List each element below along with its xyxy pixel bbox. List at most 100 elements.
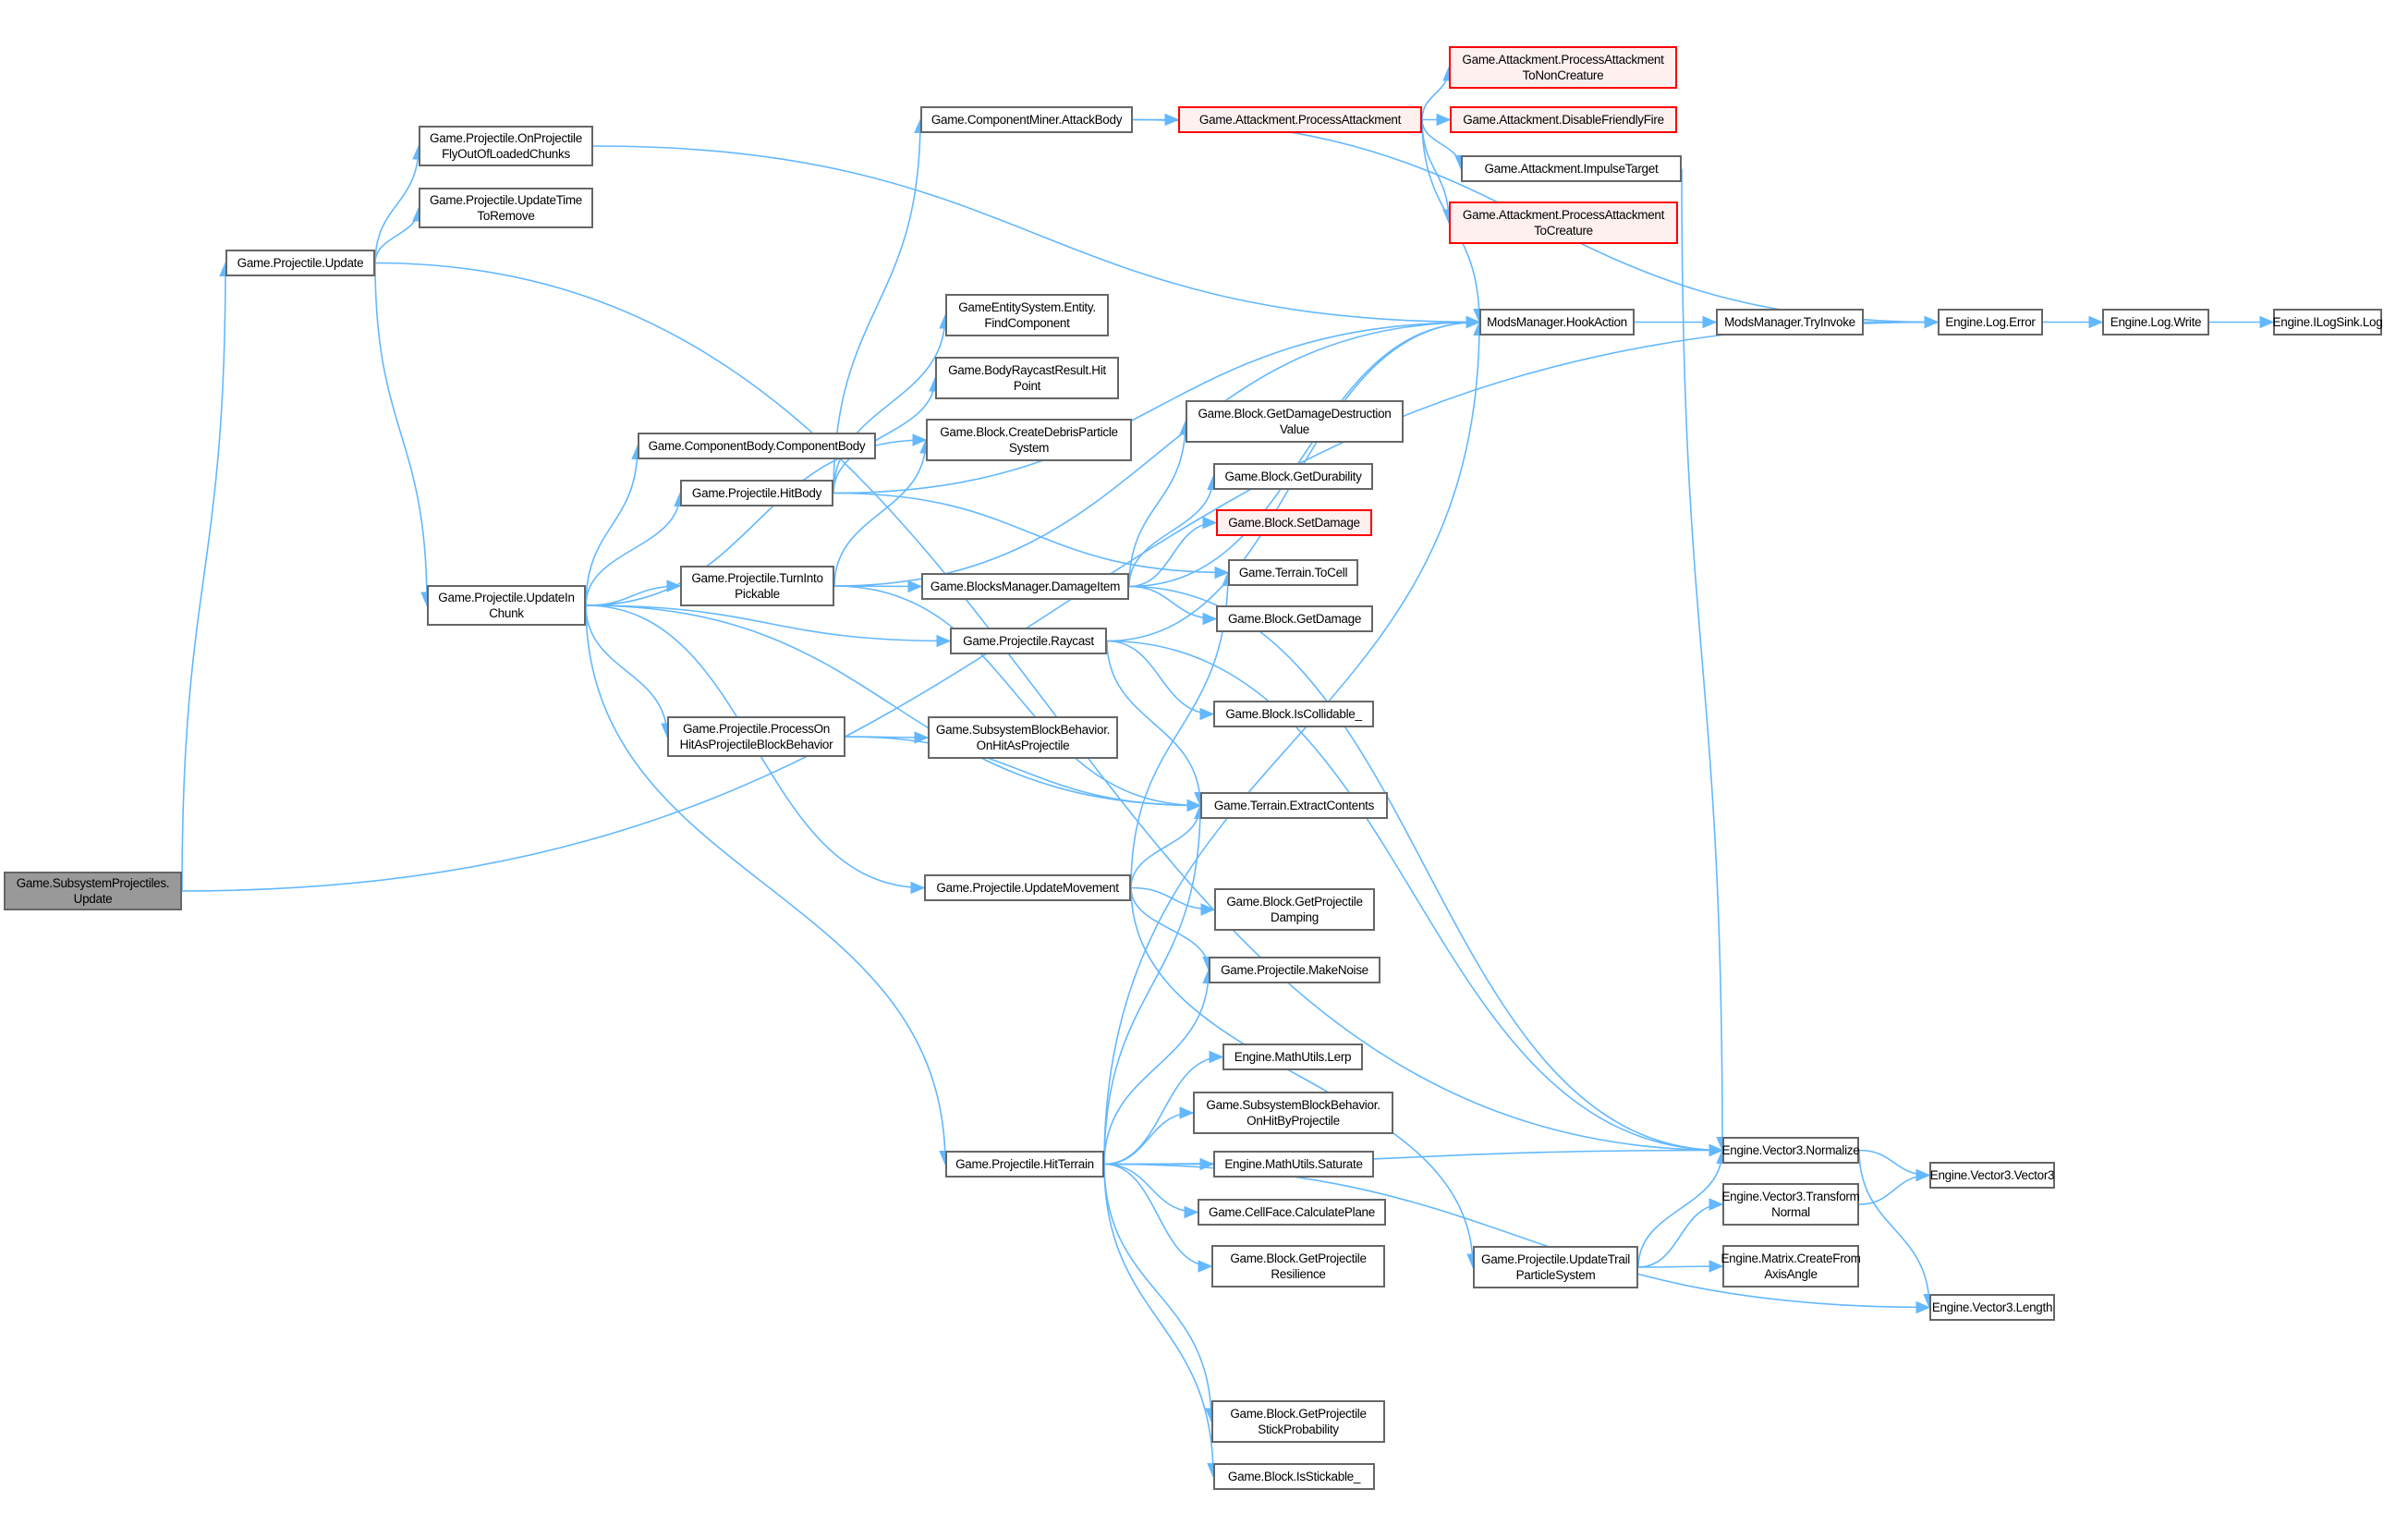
- graph-node-sbb-on-hit-by[interactable]: Game.SubsystemBlockBehavior. OnHitByProj…: [1193, 1092, 1393, 1134]
- arrowhead-icon: [1709, 1143, 1724, 1157]
- graph-node-lerp[interactable]: Engine.MathUtils.Lerp: [1222, 1044, 1363, 1070]
- graph-node-debris[interactable]: Game.Block.CreateDebrisParticle System: [926, 419, 1132, 461]
- edge-pInChunk-to-pHitTerrain: [585, 604, 946, 1165]
- edge-root-to-logErr: [181, 321, 1939, 892]
- graph-node-att-cre[interactable]: Game.Attackment.ProcessAttackment ToCrea…: [1449, 201, 1678, 244]
- graph-node-cb-c-b[interactable]: Game.ComponentBody.ComponentBody: [638, 433, 876, 459]
- graph-node-axis-angle[interactable]: Engine.Matrix.CreateFrom AxisAngle: [1721, 1245, 1861, 1288]
- arrowhead-icon: [1209, 1050, 1224, 1064]
- graph-node-p-hit-terrain[interactable]: Game.Projectile.HitTerrain: [945, 1151, 1104, 1178]
- graph-node-try-inv[interactable]: ModsManager.TryInvoke: [1716, 309, 1864, 336]
- edge-pUpdate-to-normalize: [374, 262, 1723, 1152]
- edge-pFlyOut-to-hook: [592, 145, 1480, 323]
- graph-node-is-coll[interactable]: Game.Block.IsCollidable_: [1213, 701, 1374, 727]
- edge-pTurn-to-debris: [833, 439, 927, 587]
- graph-node-p-time[interactable]: Game.Projectile.UpdateTime ToRemove: [419, 188, 593, 228]
- edge-pHitBody-to-hitPoint: [833, 377, 936, 494]
- edge-pInChunk-to-cbCB: [585, 446, 638, 606]
- graph-node-v3len[interactable]: Engine.Vector3.Length: [1929, 1294, 2055, 1321]
- graph-node-root[interactable]: Game.SubsystemProjectiles. Update: [4, 872, 182, 910]
- graph-node-saturate[interactable]: Engine.MathUtils.Saturate: [1213, 1151, 1374, 1178]
- graph-node-att-imp[interactable]: Game.Attackment.ImpulseTarget: [1461, 155, 1682, 182]
- edge-raycast-to-normalize: [1106, 640, 1723, 1152]
- edge-pHitTerrain-to-isStick: [1103, 1164, 1214, 1477]
- arrowhead-icon: [1199, 707, 1215, 721]
- edge-pHitBody-to-toCell: [833, 492, 1229, 574]
- graph-node-set-dmg[interactable]: Game.Block.SetDamage: [1216, 509, 1372, 536]
- graph-node-p-hit-body[interactable]: Game.Projectile.HitBody: [680, 480, 833, 507]
- edge-dmgItem-to-dmgDest: [1128, 421, 1186, 587]
- arrowhead-icon: [1214, 566, 1230, 580]
- edge-procAtt-to-attCre: [1421, 119, 1450, 224]
- edge-pTurn-to-extract: [833, 585, 1201, 807]
- graph-node-dmg-dest[interactable]: Game.Block.GetDamageDestruction Value: [1186, 400, 1404, 443]
- graph-node-is-stick[interactable]: Game.Block.IsStickable_: [1213, 1463, 1375, 1490]
- graph-node-raycast[interactable]: Game.Projectile.Raycast: [950, 628, 1107, 654]
- graph-node-normalize[interactable]: Engine.Vector3.Normalize: [1722, 1137, 1860, 1164]
- edge-raycast-to-isColl: [1106, 640, 1214, 715]
- graph-node-to-cell[interactable]: Game.Terrain.ToCell: [1228, 559, 1358, 586]
- edge-pMove-to-extract: [1130, 805, 1201, 888]
- arrowhead-icon: [1186, 799, 1202, 812]
- edge-pHitTerrain-to-calcPlane: [1103, 1163, 1198, 1214]
- graph-node-p-in-chunk[interactable]: Game.Projectile.UpdateIn Chunk: [427, 585, 586, 626]
- arrowhead-icon: [1202, 612, 1218, 626]
- graph-node-extract[interactable]: Game.Terrain.ExtractContents: [1200, 792, 1388, 819]
- arrowhead-icon: [1709, 1260, 1724, 1273]
- graph-node-proc-att[interactable]: Game.Attackment.ProcessAttackment: [1178, 106, 1422, 133]
- edge-pHitTerrain-to-hook: [1103, 322, 1480, 1165]
- arrowhead-icon: [914, 731, 930, 744]
- graph-node-log-sink[interactable]: Engine.ILogSink.Log: [2273, 309, 2383, 336]
- graph-node-p-move[interactable]: Game.Projectile.UpdateMovement: [924, 874, 1131, 901]
- graph-node-noise[interactable]: Game.Projectile.MakeNoise: [1209, 957, 1380, 983]
- arrowhead-icon: [2088, 315, 2104, 329]
- graph-node-dmg-item[interactable]: Game.BlocksManager.DamageItem: [921, 573, 1129, 600]
- edge-dmgItem-to-getDur: [1128, 476, 1214, 587]
- graph-node-log-write[interactable]: Engine.Log.Write: [2102, 309, 2209, 336]
- graph-node-stick-prob[interactable]: Game.Block.GetProjectile StickProbabilit…: [1211, 1400, 1385, 1443]
- graph-node-sbb-on-hit-as[interactable]: Game.SubsystemBlockBehavior. OnHitAsProj…: [928, 716, 1118, 759]
- arrowhead-icon: [907, 580, 923, 593]
- graph-node-proj-damp[interactable]: Game.Block.GetProjectile Damping: [1214, 888, 1375, 931]
- graph-node-p-update[interactable]: Game.Projectile.Update: [225, 250, 375, 276]
- graph-node-get-dmg[interactable]: Game.Block.GetDamage: [1216, 605, 1373, 632]
- graph-node-p-turn[interactable]: Game.Projectile.TurnInto Pickable: [680, 566, 834, 606]
- edge-normalize-to-v3len: [1858, 1150, 1930, 1308]
- graph-node-trail[interactable]: Game.Projectile.UpdateTrail ParticleSyst…: [1473, 1246, 1638, 1288]
- graph-node-p-proc[interactable]: Game.Projectile.ProcessOn HitAsProjectil…: [667, 716, 845, 757]
- graph-node-att-non[interactable]: Game.Attackment.ProcessAttackment ToNonC…: [1449, 46, 1677, 89]
- arrowhead-icon: [1198, 1260, 1213, 1273]
- edge-pHitBody-to-miner: [833, 119, 921, 494]
- arrowhead-icon: [1179, 1106, 1195, 1119]
- graph-node-p-fly-out[interactable]: Game.Projectile.OnProjectile FlyOutOfLoa…: [419, 126, 593, 166]
- edge-pUpdate-to-pTime: [374, 207, 420, 263]
- edge-trail-to-transform: [1637, 1203, 1723, 1268]
- graph-node-att-f-f[interactable]: Game.Attackment.DisableFriendlyFire: [1450, 106, 1677, 133]
- edge-pHitBody-to-hook: [833, 321, 1480, 494]
- graph-node-get-dur[interactable]: Game.Block.GetDurability: [1213, 463, 1373, 490]
- graph-node-hook[interactable]: ModsManager.HookAction: [1479, 309, 1635, 336]
- graph-node-calc-plane[interactable]: Game.CellFace.CalculatePlane: [1198, 1199, 1386, 1226]
- arrowhead-icon: [1436, 113, 1452, 127]
- edge-trail-to-normalize: [1637, 1150, 1723, 1268]
- edge-raycast-to-extract: [1106, 641, 1201, 806]
- edge-pUpdate-to-pInChunk: [374, 262, 428, 606]
- graph-node-resil[interactable]: Game.Block.GetProjectile Resilience: [1211, 1245, 1385, 1288]
- edge-root-to-pUpdate: [181, 262, 226, 892]
- edge-pMove-to-trail: [1130, 887, 1474, 1268]
- graph-node-transform[interactable]: Engine.Vector3.Transform Normal: [1721, 1183, 1860, 1226]
- arrowhead-icon: [1915, 1300, 1931, 1314]
- edge-pHitTerrain-to-normalize: [1103, 1149, 1723, 1166]
- graph-node-v3ctor[interactable]: Engine.Vector3.Vector3: [1929, 1162, 2055, 1189]
- graph-node-hit-point[interactable]: Game.BodyRaycastResult.Hit Point: [935, 357, 1119, 399]
- arrowhead-icon: [1709, 1198, 1724, 1211]
- graph-node-find-comp[interactable]: GameEntitySystem.Entity. FindComponent: [945, 294, 1109, 336]
- edge-dmgItem-to-normalize: [1128, 585, 1723, 1152]
- edge-pHitBody-to-findComp: [833, 314, 946, 494]
- edge-pInChunk-to-pProc: [585, 604, 668, 738]
- graph-node-log-err[interactable]: Engine.Log.Error: [1938, 309, 2043, 336]
- arrowhead-icon: [1202, 516, 1218, 530]
- edge-pHitTerrain-to-resil: [1103, 1163, 1212, 1267]
- graph-node-miner[interactable]: Game.ComponentMiner.AttackBody: [920, 106, 1133, 133]
- edge-pInChunk-to-pHitBody: [585, 493, 681, 606]
